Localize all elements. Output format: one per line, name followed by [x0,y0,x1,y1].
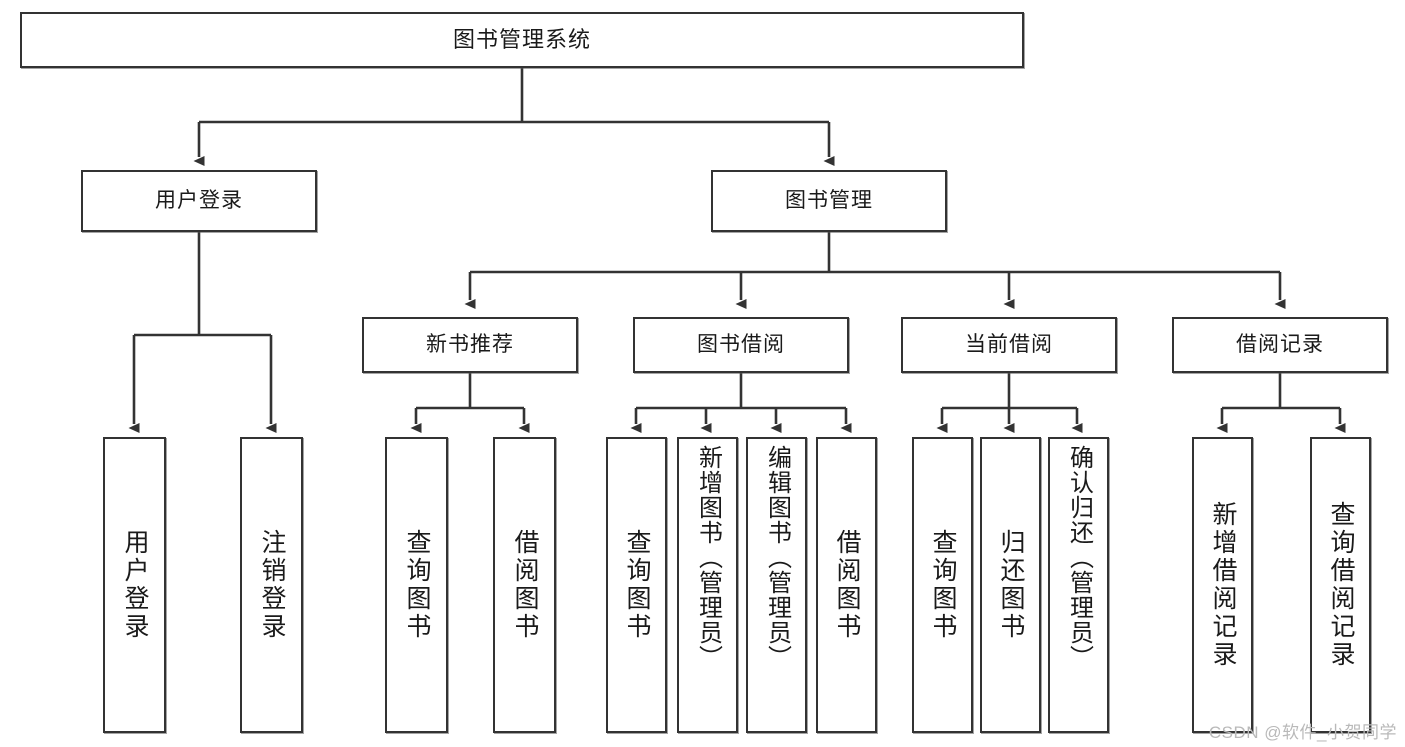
leaf-user-login[interactable]: 用户登录 [103,437,166,733]
leaf-add-book-admin[interactable]: 新增图书（管理员） [677,437,738,733]
node-label: 查询借阅记录 [1327,501,1355,669]
leaf-query-book-borrow[interactable]: 查询图书 [606,437,667,733]
node-label: 新书推荐 [426,333,514,357]
node-label: 编辑图书（管理员） [763,445,791,670]
node-label: 用户登录 [121,529,149,641]
node-label: 借阅记录 [1236,333,1324,357]
node-label: 注销登录 [258,529,286,641]
node-label: 确认归还（管理员） [1065,445,1093,670]
leaf-add-borrow-record[interactable]: 新增借阅记录 [1192,437,1253,733]
node-label: 新增借阅记录 [1209,501,1237,669]
csdn-watermark: CSDN @软件_小贺同学 [1208,723,1397,742]
leaf-confirm-return-admin[interactable]: 确认归还（管理员） [1048,437,1109,733]
node-label: 查询图书 [403,529,431,641]
leaf-borrow-book-recommend[interactable]: 借阅图书 [493,437,556,733]
node-label: 图书管理 [785,189,873,213]
node-label: 查询图书 [929,529,957,641]
node-label: 查询图书 [623,529,651,641]
node-label: 新增图书（管理员） [694,445,722,670]
node-book-management[interactable]: 图书管理 [711,170,947,232]
node-label: 当前借阅 [965,333,1053,357]
leaf-logout[interactable]: 注销登录 [240,437,303,733]
node-label: 借阅图书 [833,529,861,641]
node-user-login[interactable]: 用户登录 [81,170,317,232]
leaf-query-book-recommend[interactable]: 查询图书 [385,437,448,733]
node-label: 借阅图书 [511,529,539,641]
leaf-query-borrow-record[interactable]: 查询借阅记录 [1310,437,1371,733]
node-book-borrow[interactable]: 图书借阅 [633,317,849,373]
leaf-query-book-current[interactable]: 查询图书 [912,437,973,733]
node-label: 用户登录 [155,189,243,213]
node-label: 图书管理系统 [452,26,591,52]
node-root-book-management-system[interactable]: 图书管理系统 [20,12,1024,68]
node-new-book-recommend[interactable]: 新书推荐 [362,317,578,373]
node-label: 图书借阅 [697,333,785,357]
leaf-return-book[interactable]: 归还图书 [980,437,1041,733]
leaf-edit-book-admin[interactable]: 编辑图书（管理员） [746,437,807,733]
node-current-borrow[interactable]: 当前借阅 [901,317,1117,373]
node-borrow-record[interactable]: 借阅记录 [1172,317,1388,373]
leaf-borrow-book[interactable]: 借阅图书 [816,437,877,733]
node-label: 归还图书 [997,529,1025,641]
